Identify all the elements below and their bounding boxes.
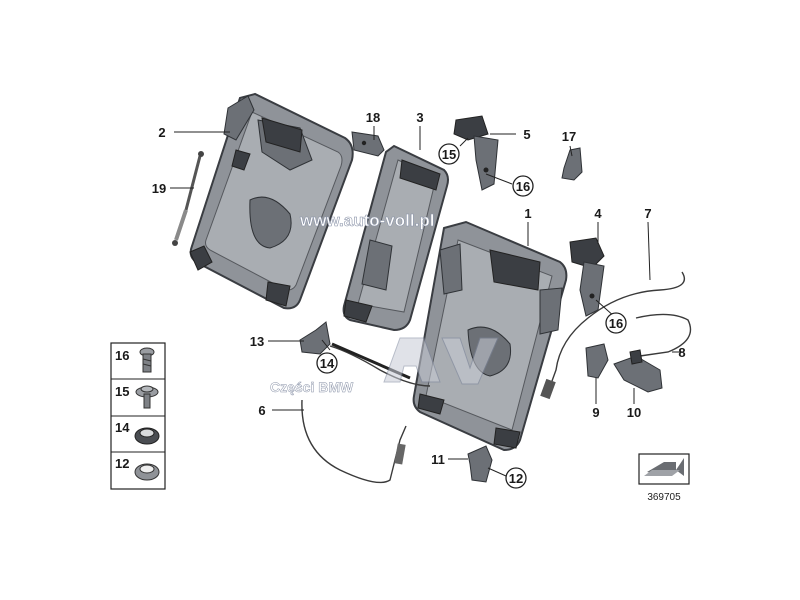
callout-16a-circle [512,175,534,197]
gas-strut-19 [172,151,204,246]
bracket-13 [299,321,331,355]
bracket-18 [351,131,385,157]
callout-14: 14 [320,356,335,371]
legend-label-16: 16 [115,348,129,363]
fastener-legend: 16 15 14 12 [110,342,166,490]
release-lever-10 [613,349,663,393]
callout-1: 1 [524,206,531,221]
legend-row-14: 14 [115,420,160,445]
callout-15-circle [438,143,460,165]
callout-16a: 16 [516,179,530,194]
callout-11: 11 [431,452,445,467]
reference-box: 369705 [638,453,690,503]
legend-row-15: 15 [115,384,159,409]
watermark-text: Części BMW [270,379,354,395]
grommet-icon [134,427,160,445]
bowden-cable-8 [635,313,692,357]
backrest-frame-left [189,92,354,310]
leader-lines [170,126,682,477]
legend-row-16: 16 [115,347,155,373]
callout-2: 2 [158,125,165,140]
callout-12: 12 [509,471,523,486]
legend-label-12: 12 [115,456,129,471]
callout-14-circle [316,352,338,374]
callout-10: 10 [627,405,641,420]
bracket-11 [467,445,493,483]
callout-16b-circle [605,312,627,334]
bracket-17 [561,147,583,181]
bracket-9 [585,343,609,379]
callout-4: 4 [594,206,602,221]
callout-19: 19 [152,181,166,196]
callout-15: 15 [442,147,456,162]
bushing-icon [134,463,160,481]
callout-12-circle [505,467,527,489]
watermark: www.auto-voll.pl Części BMW [270,211,499,395]
watermark-logo [383,337,499,385]
callout-13: 13 [250,334,264,349]
callouts: 2 18 3 5 15 17 16 19 1 4 7 16 13 14 8 6 … [152,110,686,489]
legend-label-15: 15 [115,384,129,399]
hinge-fitting-4 [569,237,605,317]
callout-7: 7 [644,206,651,221]
watermark-url: www.auto-voll.pl [299,211,434,230]
legend-label-14: 14 [115,420,130,435]
reference-number: 369705 [647,492,681,503]
hinge-fitting-5 [453,115,499,191]
callout-9: 9 [592,405,599,420]
callout-16b: 16 [609,316,623,331]
backrest-frame-right [412,220,568,452]
backrest-frame-middle [342,144,449,332]
legend-row-12: 12 [115,456,160,481]
bowden-cable-7 [540,271,686,400]
callout-17: 17 [562,129,576,144]
flange-screw-icon [135,385,159,409]
screw-icon [139,347,155,373]
callout-3: 3 [416,110,423,125]
arrow-icon [644,458,684,476]
callout-5: 5 [523,127,530,142]
callout-8: 8 [678,345,685,360]
callout-18: 18 [366,110,380,125]
callout-6: 6 [258,403,265,418]
